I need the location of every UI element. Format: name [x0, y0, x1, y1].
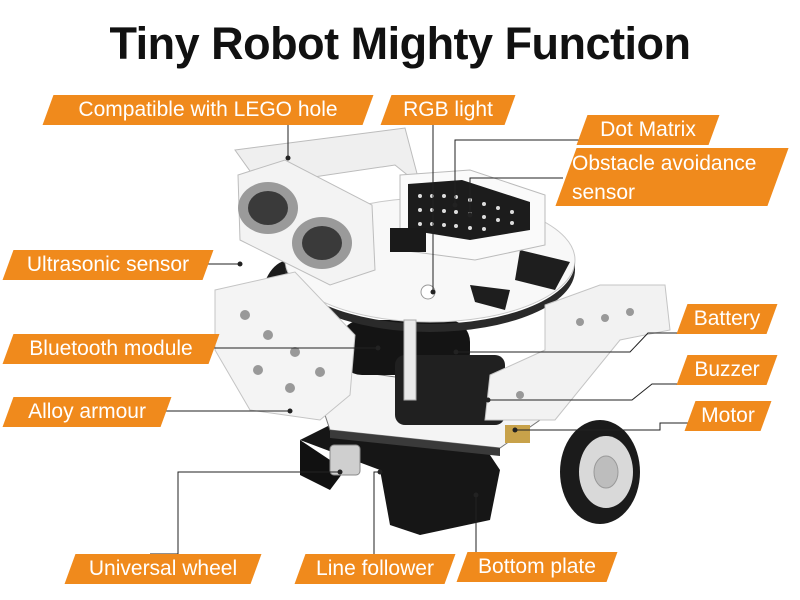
label-bottom-plate: Bottom plate — [456, 552, 618, 582]
motor-shape — [505, 425, 530, 443]
label-rgb-light-text: RGB light — [403, 98, 493, 121]
label-battery-text: Battery — [693, 307, 761, 330]
label-obstacle-line1: Obstacle avoidance — [572, 152, 757, 175]
label-bluetooth-module: Bluetooth module — [2, 334, 220, 364]
label-motor: Motor — [684, 401, 772, 431]
label-alloy-armour: Alloy armour — [2, 397, 172, 427]
ultrasonic-sensor-shape — [237, 159, 376, 286]
rgb-pillar-shape — [403, 319, 417, 401]
label-bottom-plate-text: Bottom plate — [478, 555, 596, 578]
label-line-follower-text: Line follower — [316, 557, 434, 580]
label-ultrasonic-sensor: Ultrasonic sensor — [2, 250, 214, 280]
label-dot-matrix: Dot Matrix — [576, 115, 720, 145]
label-dot-matrix-text: Dot Matrix — [600, 118, 696, 141]
label-rgb-light: RGB light — [380, 95, 516, 125]
universal-wheel-shape — [329, 444, 361, 476]
left-armour-shape — [214, 271, 356, 421]
label-lego-hole: Compatible with LEGO hole — [42, 95, 374, 125]
leader-dots — [237, 155, 518, 498]
label-buzzer: Buzzer — [676, 355, 778, 385]
label-alloy-armour-text: Alloy armour — [28, 400, 146, 423]
label-universal-wheel: Universal wheel — [64, 554, 262, 584]
page-title: Tiny Robot Mighty Function — [109, 18, 691, 69]
label-bluetooth-text: Bluetooth module — [29, 337, 193, 360]
label-universal-wheel-text: Universal wheel — [88, 557, 238, 580]
label-lego-hole-text: Compatible with LEGO hole — [78, 98, 338, 121]
motor-wheel-shape — [560, 420, 640, 524]
label-line-follower: Line follower — [294, 554, 456, 584]
label-obstacle-sensor: Obstacle avoidance sensor — [555, 148, 789, 206]
label-battery: Battery — [676, 304, 778, 334]
label-motor-text: Motor — [701, 404, 755, 427]
label-ultrasonic-text: Ultrasonic sensor — [26, 253, 190, 276]
label-obstacle-line2: sensor — [572, 181, 636, 204]
label-buzzer-text: Buzzer — [694, 358, 760, 381]
